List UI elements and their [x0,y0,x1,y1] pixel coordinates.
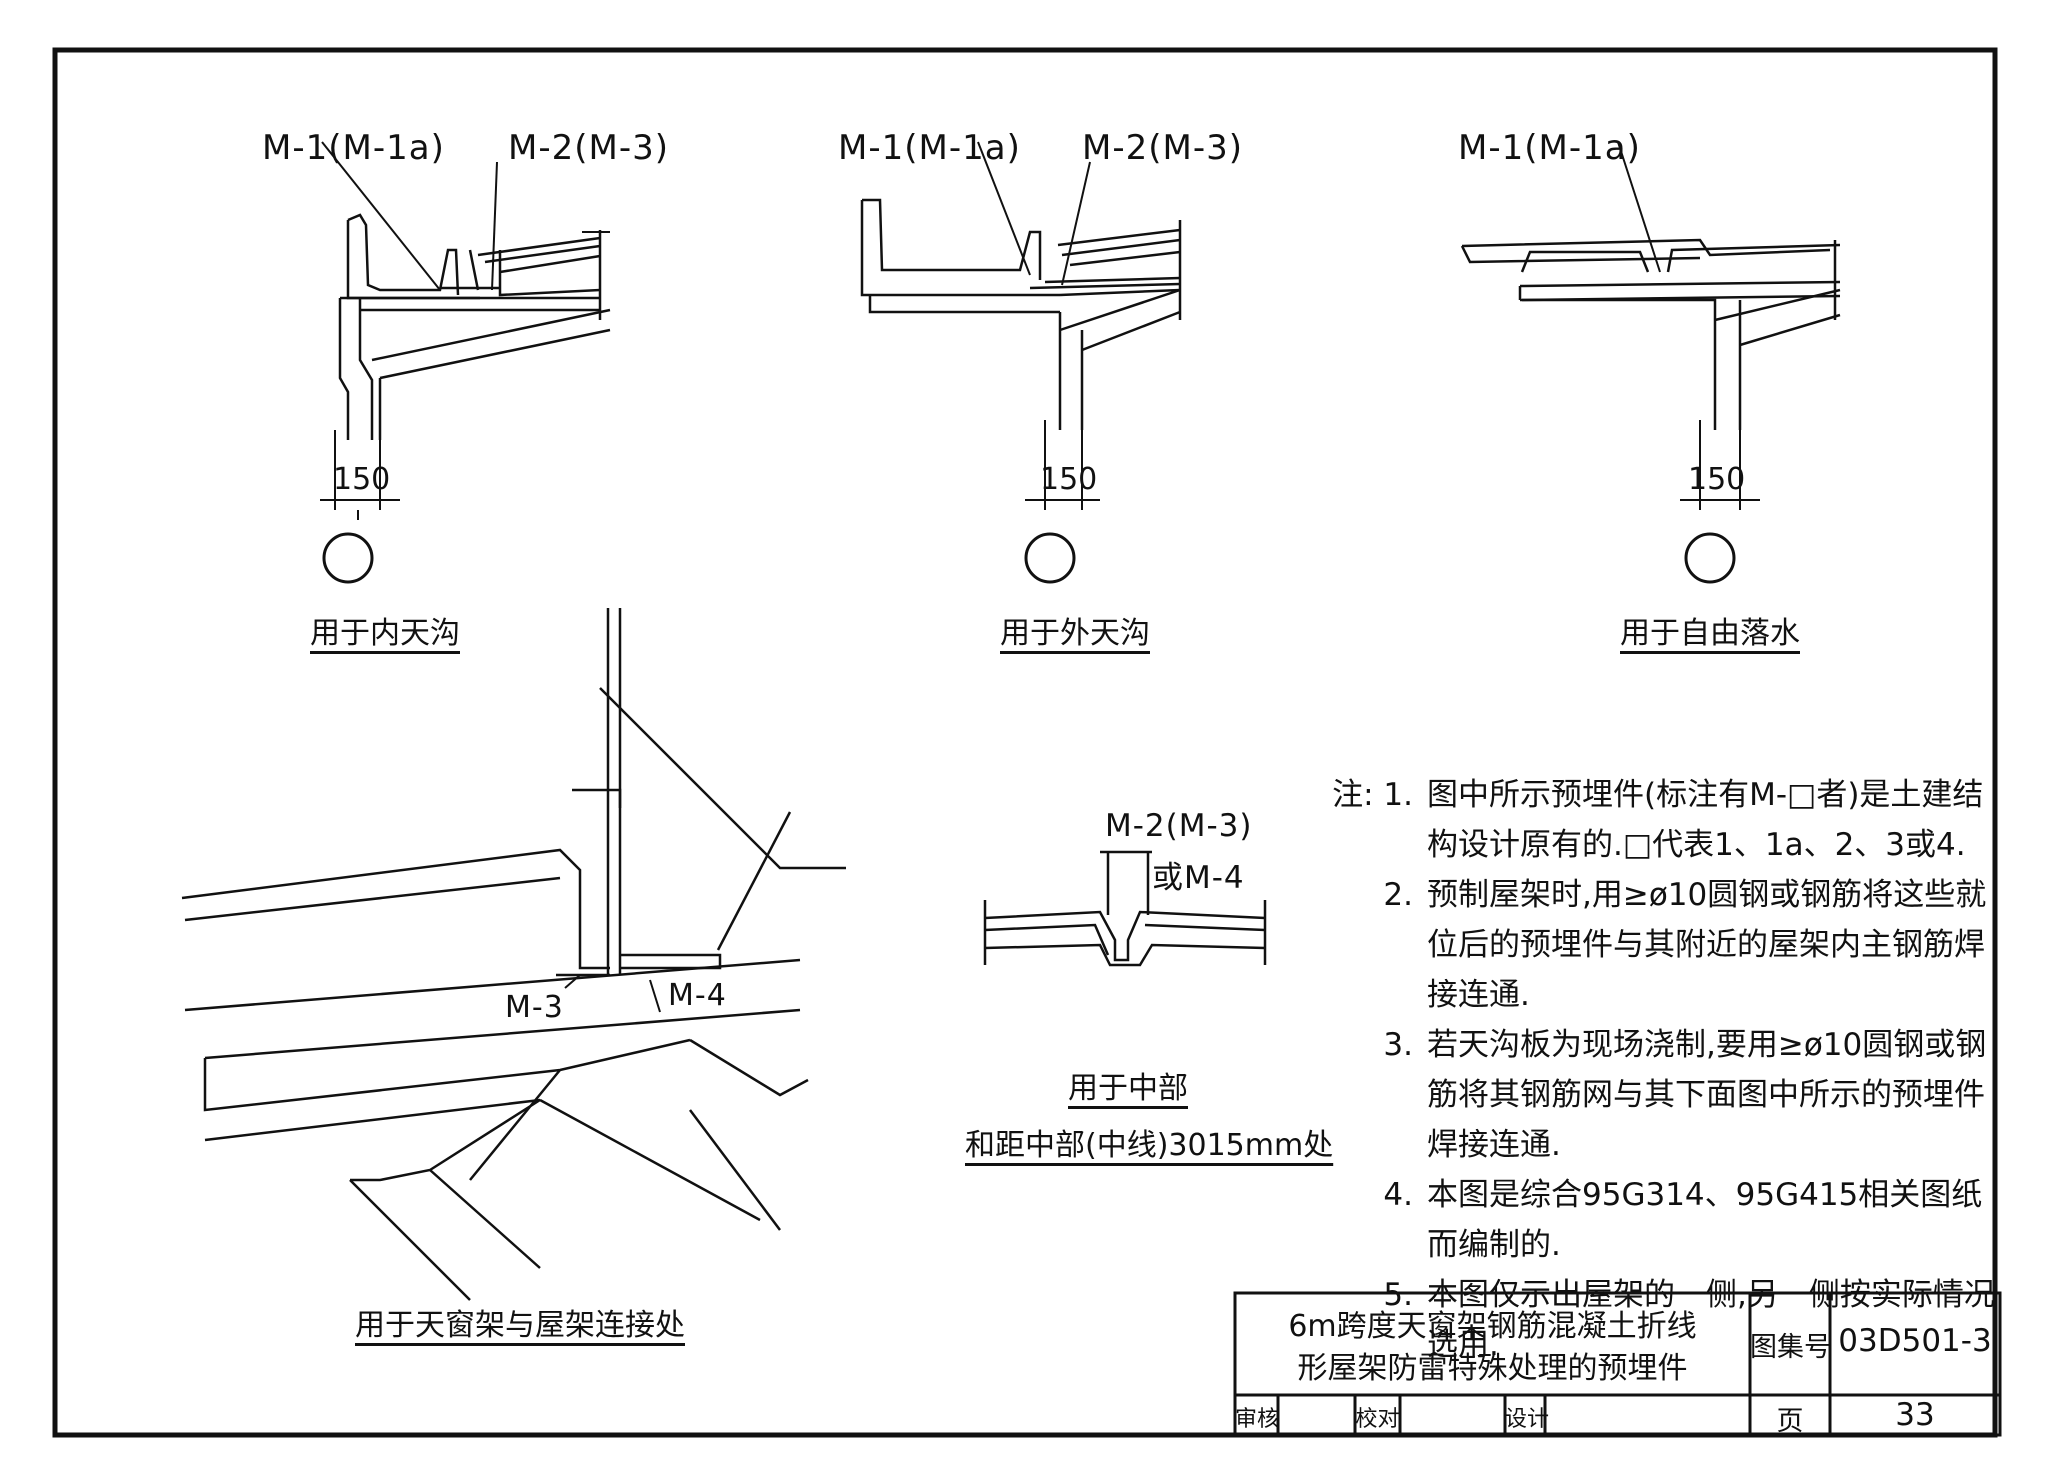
note-item: 注: 1. 图中所示预埋件(标注有M-□者)是土建结构设计原有的.□代表1、1a… [1325,770,2005,870]
page-number: 33 [1895,1397,1935,1433]
atlas-number-label: 图集号 [1750,1332,1831,1363]
note-number: 4. [1383,1177,1413,1213]
review-label: 审核 [1235,1407,1280,1432]
middle-caption-line1: 用于中部 [1068,1071,1188,1106]
detail-skylight-joint [181,608,846,1301]
middle-label-m2: M-2(M-3) [1105,808,1253,844]
detail-inner-gutter [320,141,611,584]
free-drain-caption: 用于自由落水 [1620,616,1800,651]
note-text: 本图是综合95G314、95G415相关图纸而编制的. [1427,1177,1983,1263]
page-label: 页 [1776,1406,1804,1437]
inner-gutter-caption: 用于内天沟 [310,616,460,651]
inner-gutter-label-m1: M-1(M-1a) [262,128,445,168]
note-item: 2. 预制屋架时,用≥ø10圆钢或钢筋将这些就位后的预埋件与其附近的屋架内主钢筋… [1325,870,2005,1020]
detail-middle [983,850,1267,967]
middle-caption-line2: 和距中部(中线)3015mm处 [965,1128,1334,1163]
note-text: 本图仅示出屋架的一侧,另一侧按实际情况选用. [1427,1277,1995,1363]
design-label: 设计 [1505,1407,1550,1432]
skylight-caption: 用于天窗架与屋架连接处 [355,1308,685,1343]
detail-outer-gutter [860,141,1182,584]
outer-gutter-label-m2: M-2(M-3) [1082,128,1243,168]
free-drain-dimension: 150 [1688,462,1746,497]
note-item: 3. 若天沟板为现场浇制,要用≥ø10圆钢或钢筋将其钢筋网与其下面图中所示的预埋… [1325,1020,2005,1170]
middle-label-or-m4: 或M-4 [1152,860,1245,896]
note-text: 若天沟板为现场浇制,要用≥ø10圆钢或钢筋将其钢筋网与其下面图中所示的预埋件焊接… [1427,1027,1987,1163]
inner-gutter-dimension: 150 [333,462,391,497]
detail-free-drain [1460,141,1841,584]
outer-gutter-dimension: 150 [1040,462,1098,497]
drawing-title-line2: 形屋架防雷特殊处理的预埋件 [1297,1351,1688,1386]
note-number: 5. [1383,1277,1413,1313]
note-text: 预制屋架时,用≥ø10圆钢或钢筋将这些就位后的预埋件与其附近的屋架内主钢筋焊接连… [1427,877,1987,1013]
note-item: 4. 本图是综合95G314、95G415相关图纸而编制的. [1325,1170,2005,1270]
sheet-frame [52,47,1998,1438]
skylight-label-m4: M-4 [668,978,727,1013]
inner-gutter-label-m2: M-2(M-3) [508,128,669,168]
outer-gutter-label-m1: M-1(M-1a) [838,128,1021,168]
notes-block: 注: 1. 图中所示预埋件(标注有M-□者)是土建结构设计原有的.□代表1、1a… [1325,770,2005,1370]
skylight-label-m3: M-3 [505,990,564,1025]
free-drain-label-m1: M-1(M-1a) [1458,128,1641,168]
atlas-number: 03D501-3 [1838,1323,1992,1359]
note-number: 3. [1383,1027,1413,1063]
note-item: 5. 本图仅示出屋架的一侧,另一侧按实际情况选用. [1325,1270,2005,1370]
title-block: 6m跨度天窗架钢筋混凝土折线 形屋架防雷特殊处理的预埋件 图集号 03D501-… [1235,1293,2000,1437]
check-label: 校对 [1355,1407,1400,1432]
drawing-title-line1: 6m跨度天窗架钢筋混凝土折线 [1288,1309,1697,1344]
note-number: 注: 1. [1332,777,1413,813]
outer-gutter-caption: 用于外天沟 [1000,616,1150,651]
note-number: 2. [1383,877,1413,913]
title-block-grid [1233,1291,2002,1437]
note-text: 图中所示预埋件(标注有M-□者)是土建结构设计原有的.□代表1、1a、2、3或4… [1427,777,1984,863]
notes-prefix: 注: [1332,777,1374,813]
